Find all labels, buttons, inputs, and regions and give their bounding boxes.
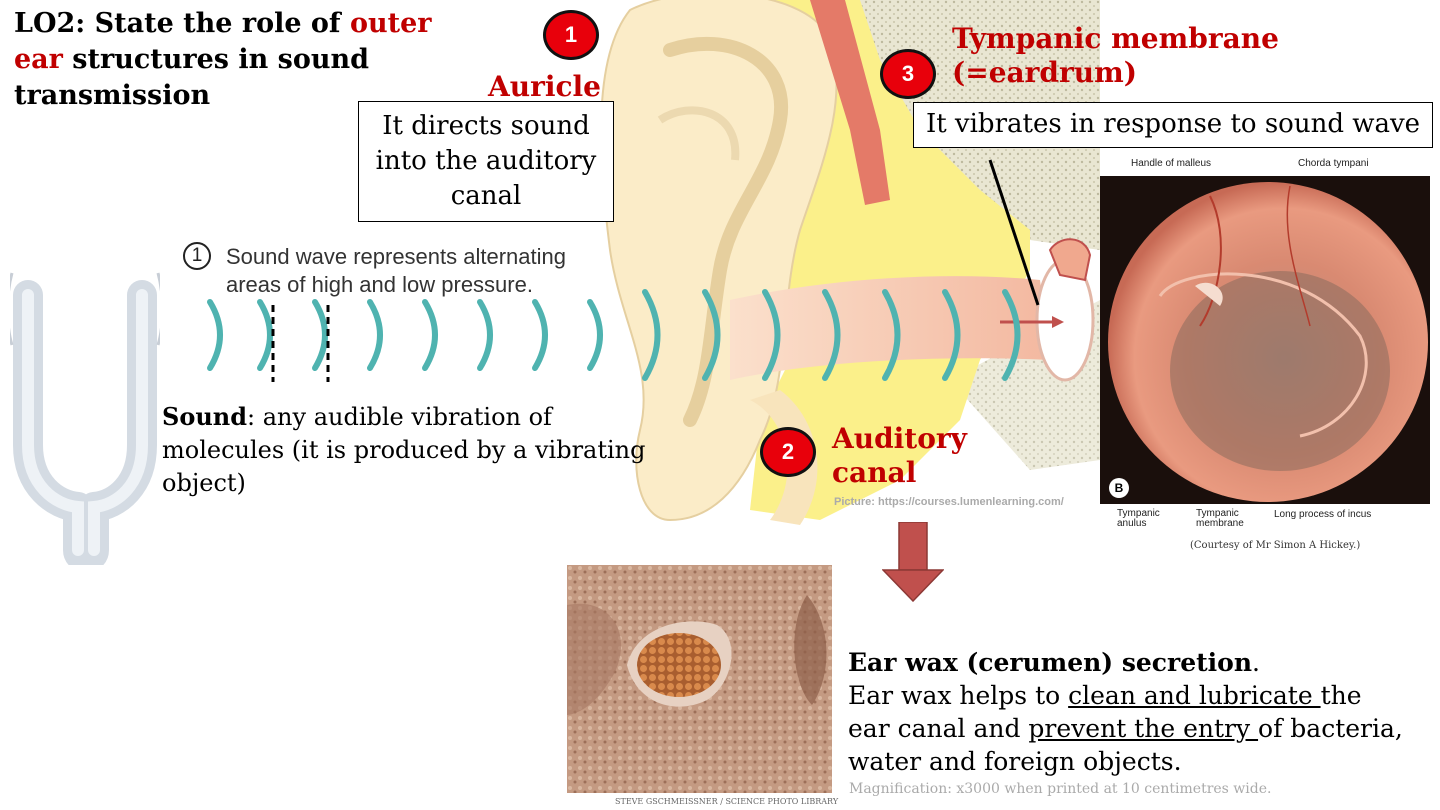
diagram-credit: Picture: https://courses.lumenlearning.c…	[834, 496, 1064, 508]
earwax-description: Ear wax (cerumen) secretion. Ear wax hel…	[848, 648, 1403, 776]
down-arrow-icon	[882, 522, 944, 602]
wave-front	[312, 299, 328, 371]
tuning-fork-icon	[10, 272, 160, 565]
ear-illustration	[600, 0, 1100, 525]
sound-definition: Sound: any audible vibration of molecule…	[162, 402, 646, 497]
auricle-description-box: It directs sound into the auditory canal	[358, 101, 614, 222]
wave-front	[257, 299, 273, 371]
wave-front	[642, 289, 661, 381]
wave-front	[942, 289, 961, 381]
otoscope-credit: (Courtesy of Mr Simon A Hickey.)	[1190, 540, 1361, 551]
badge-auricle: 1	[543, 10, 599, 60]
wave-front	[702, 289, 721, 381]
wave-front	[822, 289, 841, 381]
wave-front	[207, 299, 223, 371]
earwax-micrograph	[567, 565, 832, 793]
otoscope-photo	[1100, 176, 1430, 504]
wave-front	[422, 299, 438, 371]
wave-front	[367, 299, 383, 371]
magnification-note: Magnification: x3000 when printed at 10 …	[849, 781, 1272, 797]
wave-front	[882, 289, 901, 381]
earwax-key-phrase: clean and lubricate	[1068, 681, 1321, 710]
auricle-label: Auricle	[488, 70, 601, 103]
badge-auditory-canal: 2	[760, 427, 816, 477]
wave-front	[587, 299, 603, 371]
sound-wave-number: 1	[183, 242, 211, 270]
page-title: LO2: State the role of outer ear structu…	[14, 8, 432, 111]
micrograph-credit: STEVE GSCHMEISSNER / SCIENCE PHOTO LIBRA…	[615, 797, 839, 806]
badge-tympanic: 3	[880, 49, 936, 99]
otoscope-panel-letter: B	[1109, 478, 1129, 498]
label-chorda-tympani: Chorda tympani	[1298, 158, 1369, 169]
label-tympanic-anulus: Tympanic anulus	[1117, 508, 1160, 529]
label-handle-of-malleus: Handle of malleus	[1131, 158, 1212, 169]
earwax-key-phrase: prevent the entry	[1028, 714, 1259, 743]
wave-front	[477, 299, 493, 371]
wave-front	[762, 289, 781, 381]
wave-front	[532, 299, 548, 371]
sound-wave-diagram	[207, 289, 1021, 382]
earwax-heading: Ear wax (cerumen) secretion	[848, 648, 1253, 677]
label-tympanic-membrane: Tympanic membrane	[1196, 508, 1244, 529]
tympanic-description-box: It vibrates in response to sound wave	[913, 102, 1433, 148]
label-long-process-of-incus: Long process of incus	[1274, 509, 1372, 520]
tympanic-label: Tympanic membrane(=eardrum)	[952, 22, 1279, 89]
wave-front	[1002, 289, 1021, 381]
